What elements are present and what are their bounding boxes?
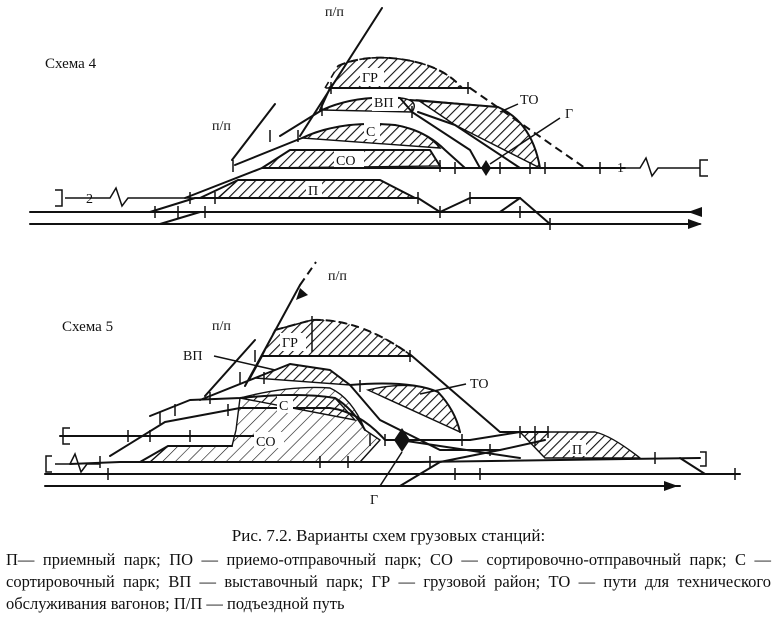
scheme5-track-so <box>139 445 233 463</box>
scheme4-label-track1: 1 <box>617 161 624 176</box>
scheme5-label-gr: ГР <box>282 336 298 351</box>
scheme5-label-to: ТО <box>470 377 488 392</box>
scheme5-access-top-dashed <box>299 261 317 286</box>
scheme4-to-leader <box>499 103 519 113</box>
scheme5-access-arrow <box>296 288 308 300</box>
scheme5-label-p: П <box>572 443 582 458</box>
scheme4-track-vp <box>279 96 481 169</box>
figure-caption: Рис. 7.2. Варианты схем грузовых станций… <box>0 525 777 615</box>
scheme4-label-vp: ВП <box>374 96 393 111</box>
scheme5-hump-marker <box>394 428 410 452</box>
scheme4-break-1 <box>625 156 700 178</box>
caption-legend: П— приемный парк; ПО — приемо-отправочны… <box>6 550 771 613</box>
scheme4-crossover-c <box>499 197 521 213</box>
scheme4-hump-leader <box>489 117 561 165</box>
scheme4-access-left <box>231 103 276 161</box>
scheme4-hump-marker <box>481 160 491 176</box>
scheme5-track-g <box>679 457 706 475</box>
scheme5-track-to <box>349 382 461 433</box>
scheme5-track-a <box>69 457 701 465</box>
scheme4-end-2 <box>55 189 63 207</box>
scheme5-end-top <box>62 427 70 445</box>
scheme5-break <box>55 452 100 474</box>
station-schemes-diagram: Схема 4 <box>29 5 741 508</box>
scheme5-track-f <box>399 439 546 487</box>
scheme4-joints <box>154 82 601 230</box>
scheme-4: Схема 4 <box>29 5 708 230</box>
scheme4-label-so: СО <box>336 154 355 169</box>
scheme4-track-so-top <box>261 149 441 169</box>
scheme4-track-to-low <box>417 111 521 169</box>
scheme5-label-s: С <box>279 399 288 414</box>
scheme4-park-gr <box>323 56 464 89</box>
scheme5-end-right <box>700 451 707 467</box>
scheme4-label-access-top: п/п <box>325 5 344 20</box>
scheme4-label-track2: 2 <box>86 192 93 207</box>
scheme4-crossover-a <box>439 197 551 225</box>
scheme4-end-1 <box>699 159 708 177</box>
scheme5-arrow-right <box>664 481 678 491</box>
scheme4-label-to: ТО <box>520 93 538 108</box>
scheme4-track-s <box>234 122 466 169</box>
scheme-5: Схема 5 <box>44 261 741 508</box>
scheme4-label-gr: ГР <box>362 71 378 86</box>
scheme5-access-left <box>204 339 256 397</box>
scheme4-arrow-right <box>688 219 702 229</box>
scheme5-to-leader <box>419 383 467 395</box>
scheme5-label-g: Г <box>370 493 378 508</box>
scheme5-vp-leader <box>213 355 276 371</box>
scheme4-label-access-left: п/п <box>212 119 231 134</box>
scheme5-label-access-left: п/п <box>212 319 231 334</box>
scheme5-park-to <box>365 384 461 434</box>
scheme4-break-2 <box>65 186 195 208</box>
scheme4-crossover-b <box>159 211 201 225</box>
scheme4-track-p <box>149 197 441 213</box>
scheme5-joints <box>99 316 736 480</box>
scheme4-park-to <box>415 99 541 170</box>
scheme4-track-p-top <box>199 179 416 199</box>
scheme5-track-d <box>149 394 366 431</box>
scheme5-track-p <box>469 431 521 441</box>
scheme5-label-so: СО <box>256 435 275 450</box>
scheme4-label-s: С <box>366 125 375 140</box>
scheme4-track-gr-dashed <box>337 56 586 169</box>
scheme5-end-left <box>45 455 52 473</box>
scheme4-access-top <box>299 7 383 137</box>
scheme4-label-g: Г <box>565 107 573 122</box>
scheme-4-title: Схема 4 <box>45 56 97 72</box>
scheme5-hump-leader <box>379 451 403 487</box>
scheme4-label-p: П <box>308 184 318 199</box>
scheme5-access-top <box>244 284 301 387</box>
scheme4-arrow-left <box>688 207 702 217</box>
scheme5-track-e <box>399 439 521 459</box>
caption-title: Рис. 7.2. Варианты схем грузовых станций… <box>231 526 546 545</box>
scheme5-label-access-top: п/п <box>328 269 347 284</box>
scheme5-label-vp: ВП <box>183 349 202 364</box>
scheme5-gr-dashed <box>274 318 413 357</box>
scheme-5-title: Схема 5 <box>62 319 113 335</box>
